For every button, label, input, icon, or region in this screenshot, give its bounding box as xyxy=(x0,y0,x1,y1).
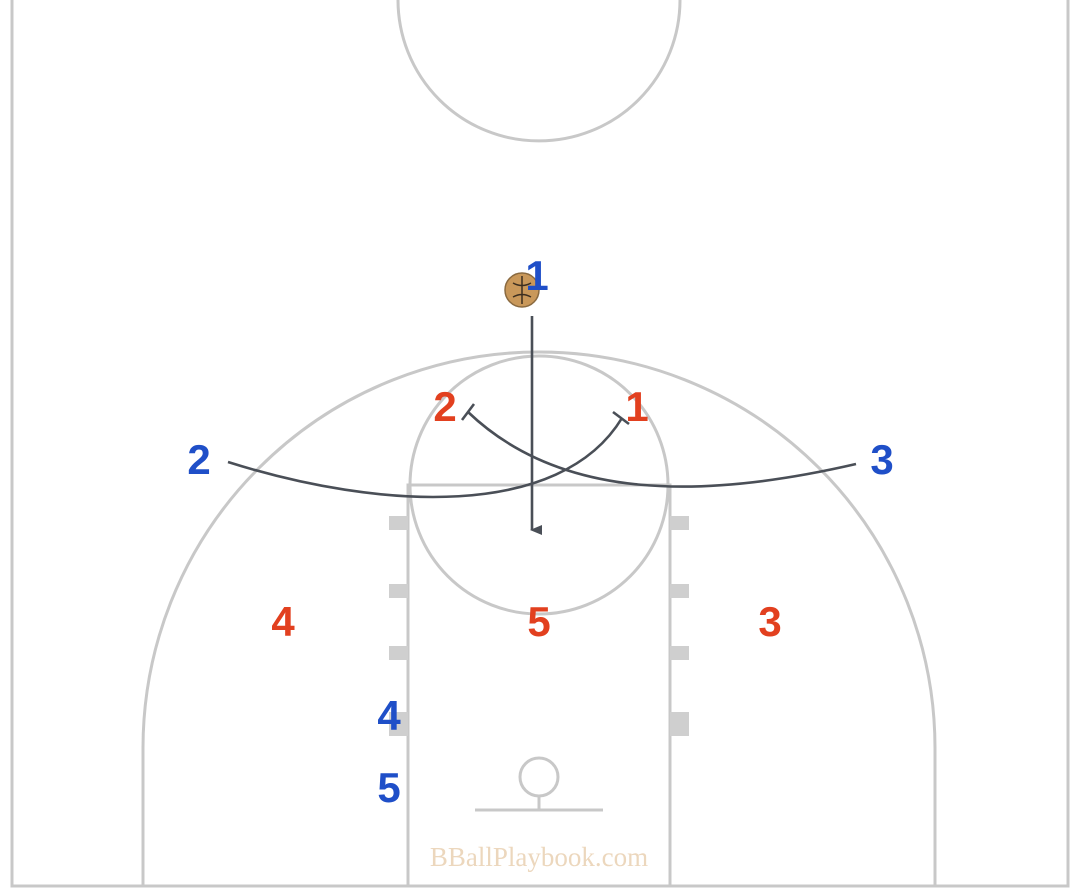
lane-hash-left-3 xyxy=(389,646,408,660)
screen-end-left xyxy=(460,403,476,421)
offense-player-1: 1 xyxy=(525,252,548,299)
screen-end-right xyxy=(612,410,630,426)
lane-hash-left-4 xyxy=(389,712,408,736)
lane-hash-right-3 xyxy=(670,646,689,660)
free-throw-circle-top xyxy=(408,354,670,486)
offense-player-3: 3 xyxy=(870,436,893,483)
offense-player-4: 4 xyxy=(377,692,401,739)
lane-hash-left-1 xyxy=(389,516,408,530)
court xyxy=(10,0,1070,888)
offense-player-5: 5 xyxy=(377,764,400,811)
center-circle xyxy=(396,0,682,143)
lane-hash-left-2 xyxy=(389,584,408,598)
cut-path-left-to-right xyxy=(227,417,624,499)
three-point-line xyxy=(141,350,937,886)
defense-player-4: 4 xyxy=(271,598,295,645)
lane-hash-right-4 xyxy=(670,712,689,736)
lane-hash-right-2 xyxy=(670,584,689,598)
defense-player-5: 5 xyxy=(527,598,550,645)
defense-players: 1 2 3 4 5 xyxy=(271,383,781,645)
defense-player-2: 2 xyxy=(433,383,456,430)
court-boundary xyxy=(10,0,1070,888)
basketball-icon xyxy=(504,272,540,308)
free-throw-lane xyxy=(406,483,672,888)
defense-player-1: 1 xyxy=(625,383,648,430)
cut-path-right-to-left xyxy=(467,411,857,488)
offense-players: 1 2 3 4 5 xyxy=(187,252,893,811)
offense-player-2: 2 xyxy=(187,436,210,483)
watermark: BBallPlaybook.com xyxy=(430,842,648,872)
movement-lines xyxy=(227,316,857,535)
rim xyxy=(518,756,560,798)
lane-hash-right-1 xyxy=(670,516,689,530)
defense-player-3: 3 xyxy=(758,598,781,645)
free-throw-circle-bottom xyxy=(408,484,670,616)
